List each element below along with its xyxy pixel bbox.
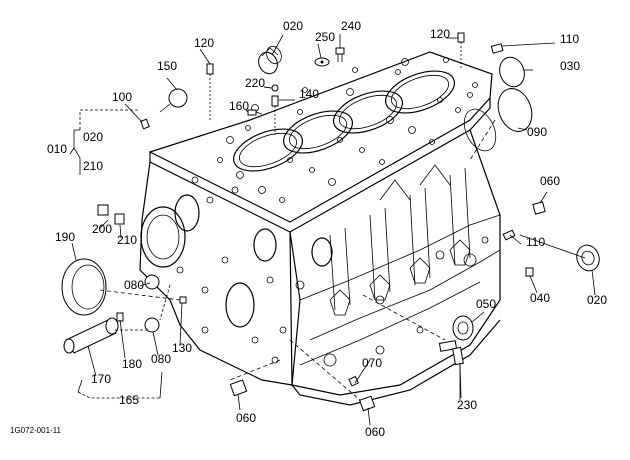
deck-hole	[337, 137, 343, 143]
figure-code: 1G072-001-11	[10, 426, 62, 435]
part-label-060-right: 060	[540, 174, 560, 188]
part-label-020-right: 020	[587, 293, 607, 307]
deck-hole	[472, 82, 478, 88]
part-150-plug	[159, 88, 188, 113]
deck-hole	[287, 157, 293, 163]
part-label-100: 100	[112, 90, 132, 104]
part-label-240: 240	[341, 19, 361, 33]
deck-hole	[395, 69, 401, 75]
part-110-right-pin	[502, 229, 516, 241]
part-090-cover	[497, 88, 533, 132]
part-label-080-lower: 080	[151, 352, 171, 366]
deck-hole	[258, 186, 266, 194]
part-label-120-top-left: 120	[194, 36, 214, 50]
part-label-020-top: 020	[283, 19, 303, 33]
part-label-060-left: 060	[236, 411, 256, 425]
part-060-right	[532, 201, 546, 215]
part-100-pin	[140, 118, 150, 130]
part-label-020-left: 020	[83, 130, 103, 144]
part-130-plug	[179, 296, 187, 304]
part-250-washer	[314, 57, 330, 67]
deck-hole	[455, 107, 461, 113]
part-160-bolt	[247, 109, 263, 116]
part-060-bottom	[359, 395, 376, 412]
part-label-080-upper: 080	[124, 278, 144, 292]
part-170-bushing	[63, 317, 119, 354]
part-140-bolt	[271, 95, 279, 135]
part-label-170: 170	[91, 372, 111, 386]
part-label-060-bottom: 060	[365, 425, 385, 439]
deck-hole	[401, 58, 409, 66]
part-label-030: 030	[560, 59, 580, 73]
deck-hole	[279, 197, 285, 203]
part-080-upper	[144, 274, 160, 290]
leader-lines	[69, 34, 596, 426]
part-label-250: 250	[315, 30, 335, 44]
part-label-190: 190	[55, 230, 75, 244]
part-120-dowel-right	[457, 32, 465, 70]
block-side-face	[289, 129, 501, 396]
deck-hole	[302, 87, 308, 93]
part-label-150: 150	[157, 59, 177, 73]
deck-hole	[443, 57, 449, 63]
deck-hole	[236, 171, 244, 179]
part-label-110-right: 110	[526, 235, 545, 249]
deck-hole	[226, 136, 234, 144]
front-face-holes	[140, 176, 333, 364]
deck-hole	[429, 139, 435, 145]
deck-hole	[386, 116, 394, 124]
deck-hole	[217, 157, 223, 163]
deck-hole	[467, 92, 473, 98]
deck-hole	[437, 97, 443, 103]
part-label-230: 230	[457, 398, 477, 412]
deck-hole	[309, 167, 315, 173]
block-top-deck	[148, 51, 493, 223]
part-label-110-top: 110	[560, 32, 579, 46]
deck-hole	[245, 125, 251, 131]
part-label-220: 220	[245, 76, 265, 90]
part-label-180: 180	[122, 357, 142, 371]
deck-hole	[408, 126, 416, 134]
part-label-090: 090	[527, 125, 547, 139]
part-label-165: 165	[119, 393, 139, 407]
side-holes	[323, 236, 489, 367]
part-190-oil-seal	[61, 258, 107, 316]
part-label-050: 050	[476, 297, 496, 311]
cylinder-bores	[233, 70, 455, 172]
part-060-left	[229, 379, 248, 397]
part-label-140: 140	[299, 87, 319, 101]
part-070-plug	[348, 375, 359, 387]
part-210-washer	[114, 213, 125, 225]
part-180-pin	[116, 312, 124, 322]
deck-hole	[297, 109, 303, 115]
deck-hole	[346, 88, 354, 96]
deck-hole	[379, 159, 385, 165]
part-label-120-top-right: 120	[430, 27, 450, 41]
part-120-dowel-left	[206, 63, 214, 120]
part-080-lower	[144, 317, 160, 333]
deck-hole	[359, 147, 365, 153]
part-110-top-pin	[490, 42, 556, 54]
part-number-labels: 020 240 120 110 120 250 030 150 220 140 100 160 020 0…	[47, 19, 607, 439]
part-label-010: 010	[47, 142, 67, 156]
part-label-210-left: 210	[83, 159, 103, 173]
part-label-070: 070	[362, 356, 382, 370]
part-050-plug	[452, 315, 474, 341]
part-label-130: 130	[172, 341, 192, 355]
part-040-bolt	[525, 267, 534, 277]
deck-hole	[352, 67, 358, 73]
part-label-160: 160	[229, 99, 249, 113]
part-label-210: 210	[117, 233, 137, 247]
part-label-200: 200	[92, 222, 112, 236]
deck-hole	[328, 178, 336, 186]
part-label-040: 040	[530, 291, 550, 305]
part-240-bolt	[335, 47, 345, 62]
cylinder-block	[139, 51, 501, 406]
part-030-plug	[499, 56, 525, 88]
part-200-bolt	[97, 204, 109, 216]
part-020-top-plug	[258, 45, 282, 75]
part-020-right-seal	[576, 244, 600, 272]
